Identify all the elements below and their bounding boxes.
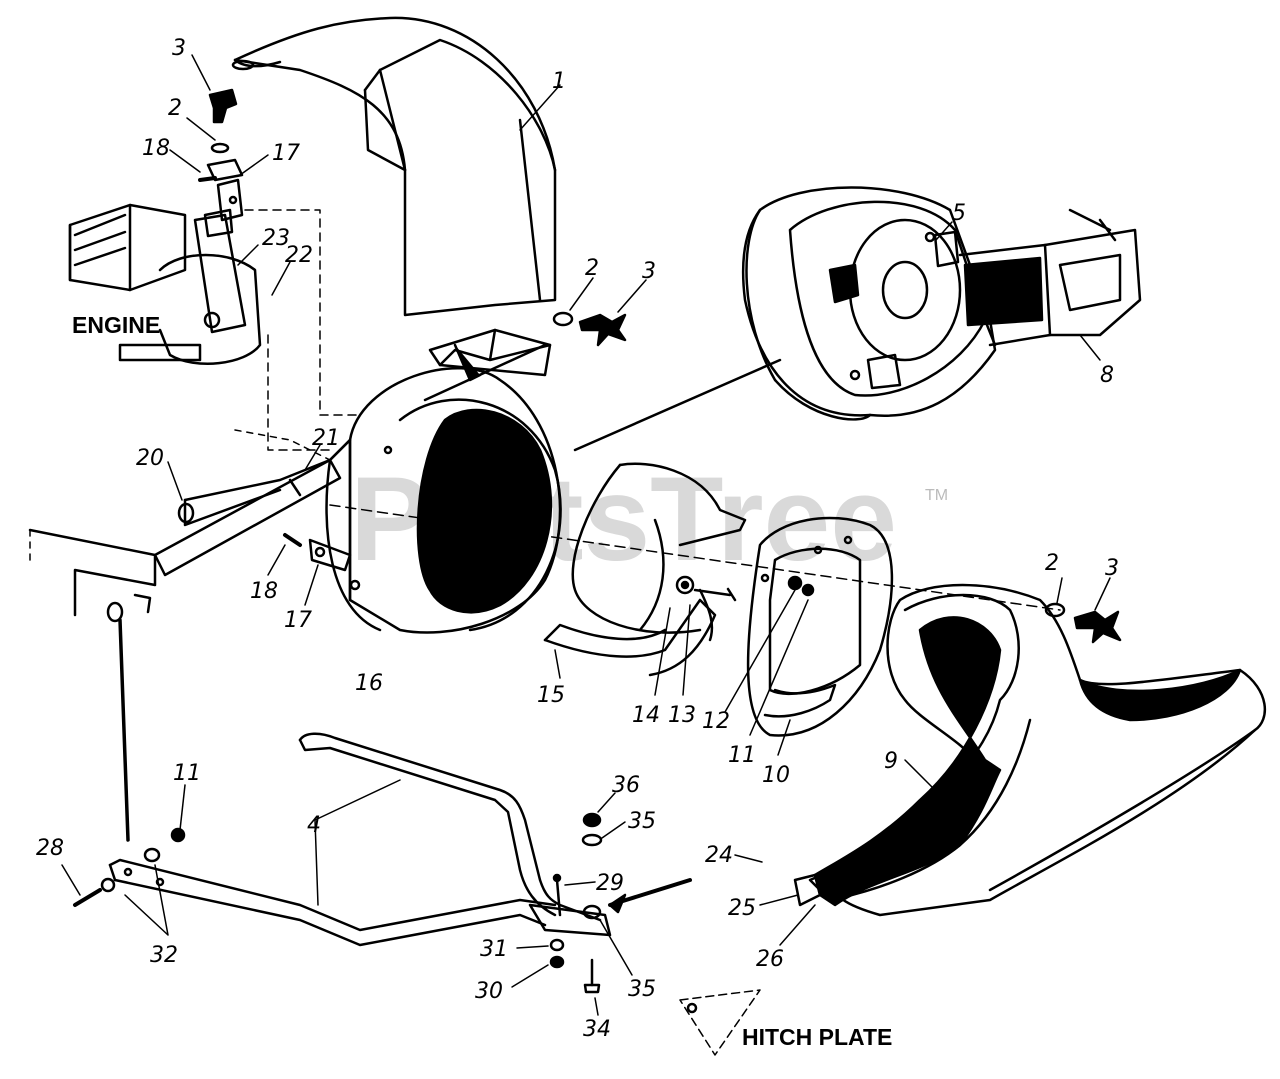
- callout-14: 14: [632, 703, 660, 728]
- callout-8: 8: [1100, 363, 1114, 388]
- bolt-bracket-lower: [283, 533, 352, 572]
- side-plate: [28, 528, 157, 623]
- callout-4: 4: [307, 813, 321, 838]
- watermark-trademark: TM: [925, 487, 948, 504]
- leader-lines: [61, 54, 1111, 1016]
- callout-15: 15: [537, 683, 565, 708]
- callout-31: 31: [480, 937, 508, 962]
- impeller: [543, 462, 747, 677]
- callout-25: 25: [728, 896, 756, 921]
- callout-3: 3: [1105, 556, 1119, 581]
- bolt-13: [693, 587, 737, 602]
- knob-right: [1044, 602, 1122, 644]
- engine: [68, 203, 262, 365]
- callout-29: 29: [596, 871, 624, 896]
- chute-elbow: [231, 16, 557, 317]
- hardware-left: [73, 618, 186, 907]
- hitch-plate-label: HITCH PLATE: [742, 1024, 892, 1050]
- callout-34: 34: [583, 1017, 611, 1042]
- arrow-line: [573, 358, 782, 452]
- blower-housing: [325, 328, 562, 634]
- hitch-plate: [679, 989, 761, 1056]
- callout-12: 12: [702, 709, 730, 734]
- callout-11: 11: [728, 743, 756, 768]
- callout-1: 1: [552, 69, 566, 94]
- callout-11: 11: [173, 761, 201, 786]
- axis-line: [329, 504, 1061, 611]
- callout-24: 24: [705, 843, 733, 868]
- callout-16: 16: [355, 671, 383, 696]
- front-plate: [746, 516, 894, 737]
- outer-housing: [741, 186, 1142, 421]
- knob-top: [198, 88, 244, 182]
- callout-18: 18: [142, 136, 170, 161]
- engine-bracket: [193, 178, 247, 334]
- callout-13: 13: [668, 703, 696, 728]
- callout-26: 26: [756, 947, 784, 972]
- callout-10: 10: [762, 763, 790, 788]
- callout-9: 9: [884, 749, 898, 774]
- callout-2: 2: [168, 96, 182, 121]
- engine-label: ENGINE: [72, 312, 160, 338]
- nozzle: [793, 583, 1267, 917]
- callout-3: 3: [172, 36, 186, 61]
- callout-36: 36: [612, 773, 640, 798]
- callout-numbers: 3 2 18 17 23 22 1 2 3 5 8 21 20 18 17 16…: [36, 36, 1119, 1042]
- hitch-bar: [108, 732, 612, 947]
- callout-35: 35: [628, 809, 656, 834]
- callout-17: 17: [272, 141, 300, 166]
- callout-5: 5: [952, 201, 966, 226]
- callout-3: 3: [642, 259, 656, 284]
- knob-middle: [552, 311, 627, 347]
- callout-32: 32: [150, 943, 178, 968]
- mounting-plate: [153, 429, 342, 577]
- callout-21: 21: [312, 426, 340, 451]
- callout-30: 30: [475, 979, 503, 1004]
- callout-17: 17: [284, 608, 312, 633]
- hardware-right: [549, 812, 692, 994]
- callout-22: 22: [285, 243, 313, 268]
- callout-2: 2: [585, 256, 599, 281]
- callout-23: 23: [262, 226, 290, 251]
- callout-18: 18: [250, 579, 278, 604]
- callout-20: 20: [136, 446, 164, 471]
- callout-28: 28: [36, 836, 64, 861]
- callout-35: 35: [628, 977, 656, 1002]
- callout-2: 2: [1045, 551, 1059, 576]
